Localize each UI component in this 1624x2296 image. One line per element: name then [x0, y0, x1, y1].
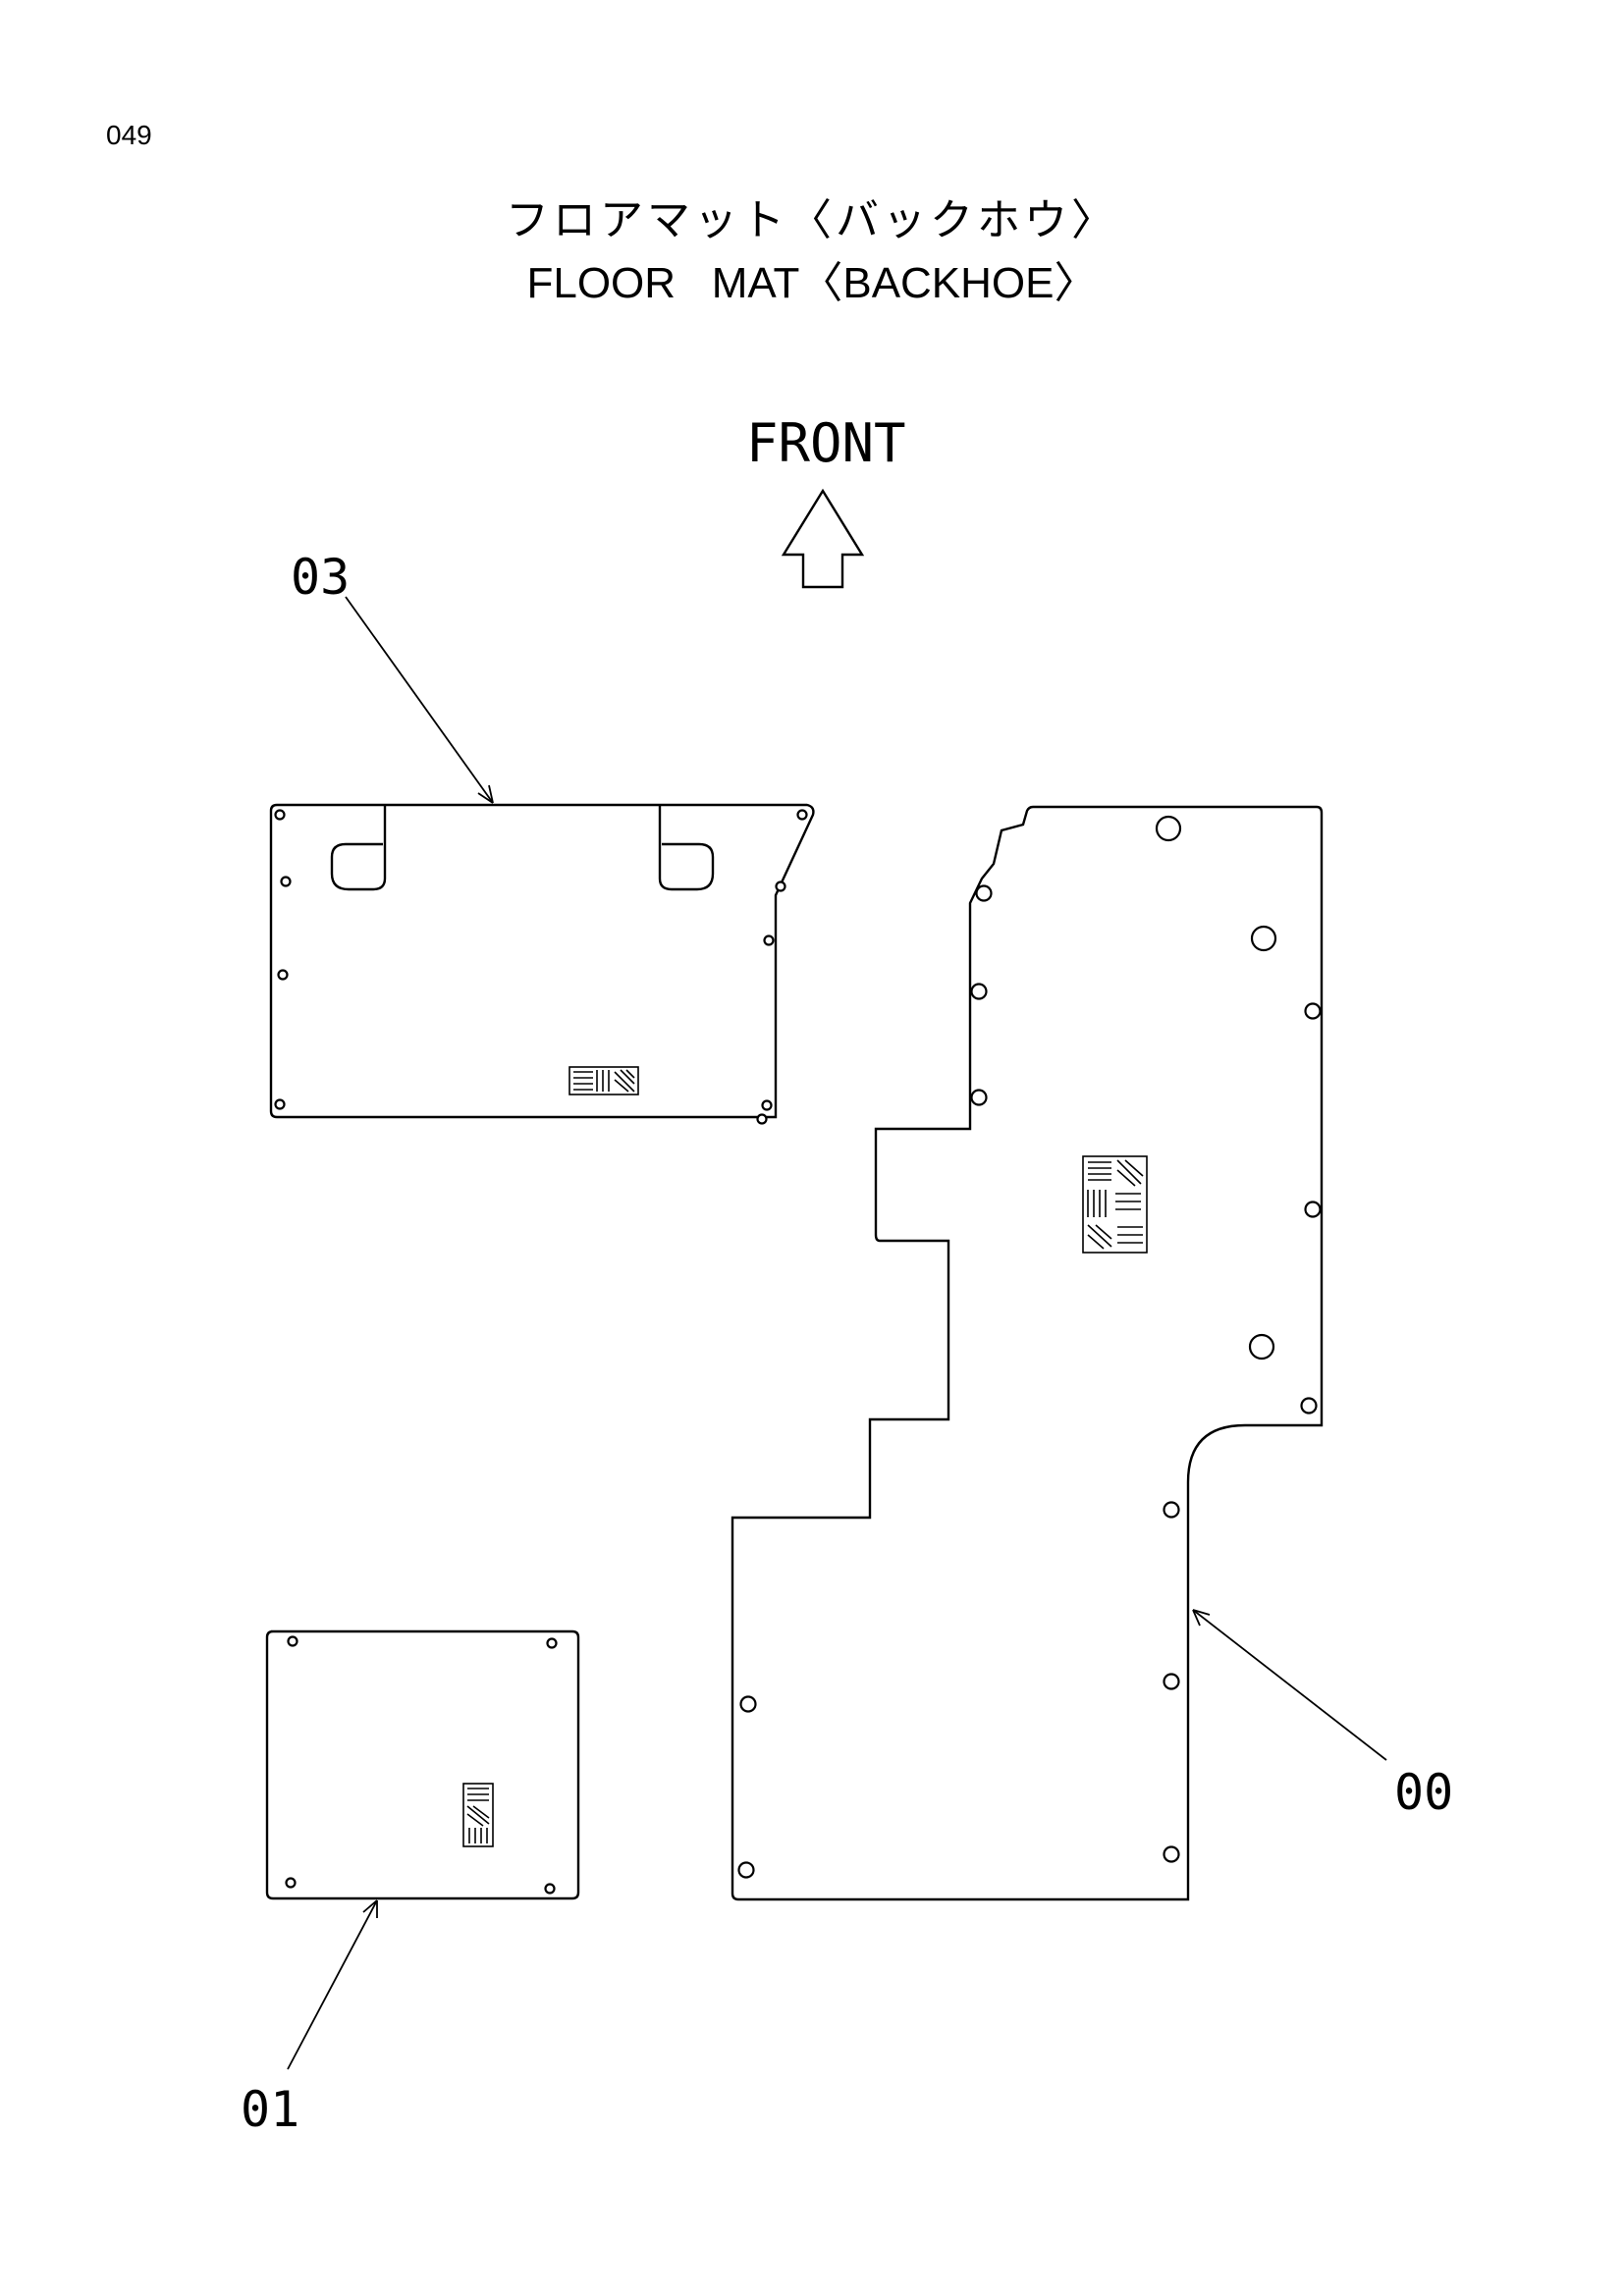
leader-line-03: [345, 596, 494, 804]
part-marking-icon: [568, 1066, 639, 1095]
floor-mat-part-00: [731, 805, 1324, 1901]
part-marking-icon: [1082, 1155, 1148, 1254]
part-marking-icon: [462, 1783, 494, 1847]
callout-00: 00: [1394, 1764, 1453, 1821]
leader-line-00: [1192, 1609, 1387, 1761]
front-label: FRONT: [746, 412, 906, 474]
callout-03: 03: [291, 549, 350, 606]
leader-arrow-01-icon: [362, 1899, 378, 1918]
floor-mat-part-01: [265, 1629, 580, 1900]
title-japanese: フロアマット〈バックホウ〉: [506, 195, 1118, 245]
floor-mat-part-03: [269, 803, 815, 1125]
leader-arrow-00-icon: [1192, 1609, 1211, 1627]
leader-arrow-03-icon: [477, 784, 494, 804]
front-arrow-icon: [781, 488, 865, 589]
page-number: 049: [106, 120, 152, 150]
leader-line-01: [287, 1899, 378, 2070]
callout-01: 01: [241, 2081, 299, 2138]
title-english: FLOOR MAT〈BACKHOE〉: [526, 259, 1098, 307]
